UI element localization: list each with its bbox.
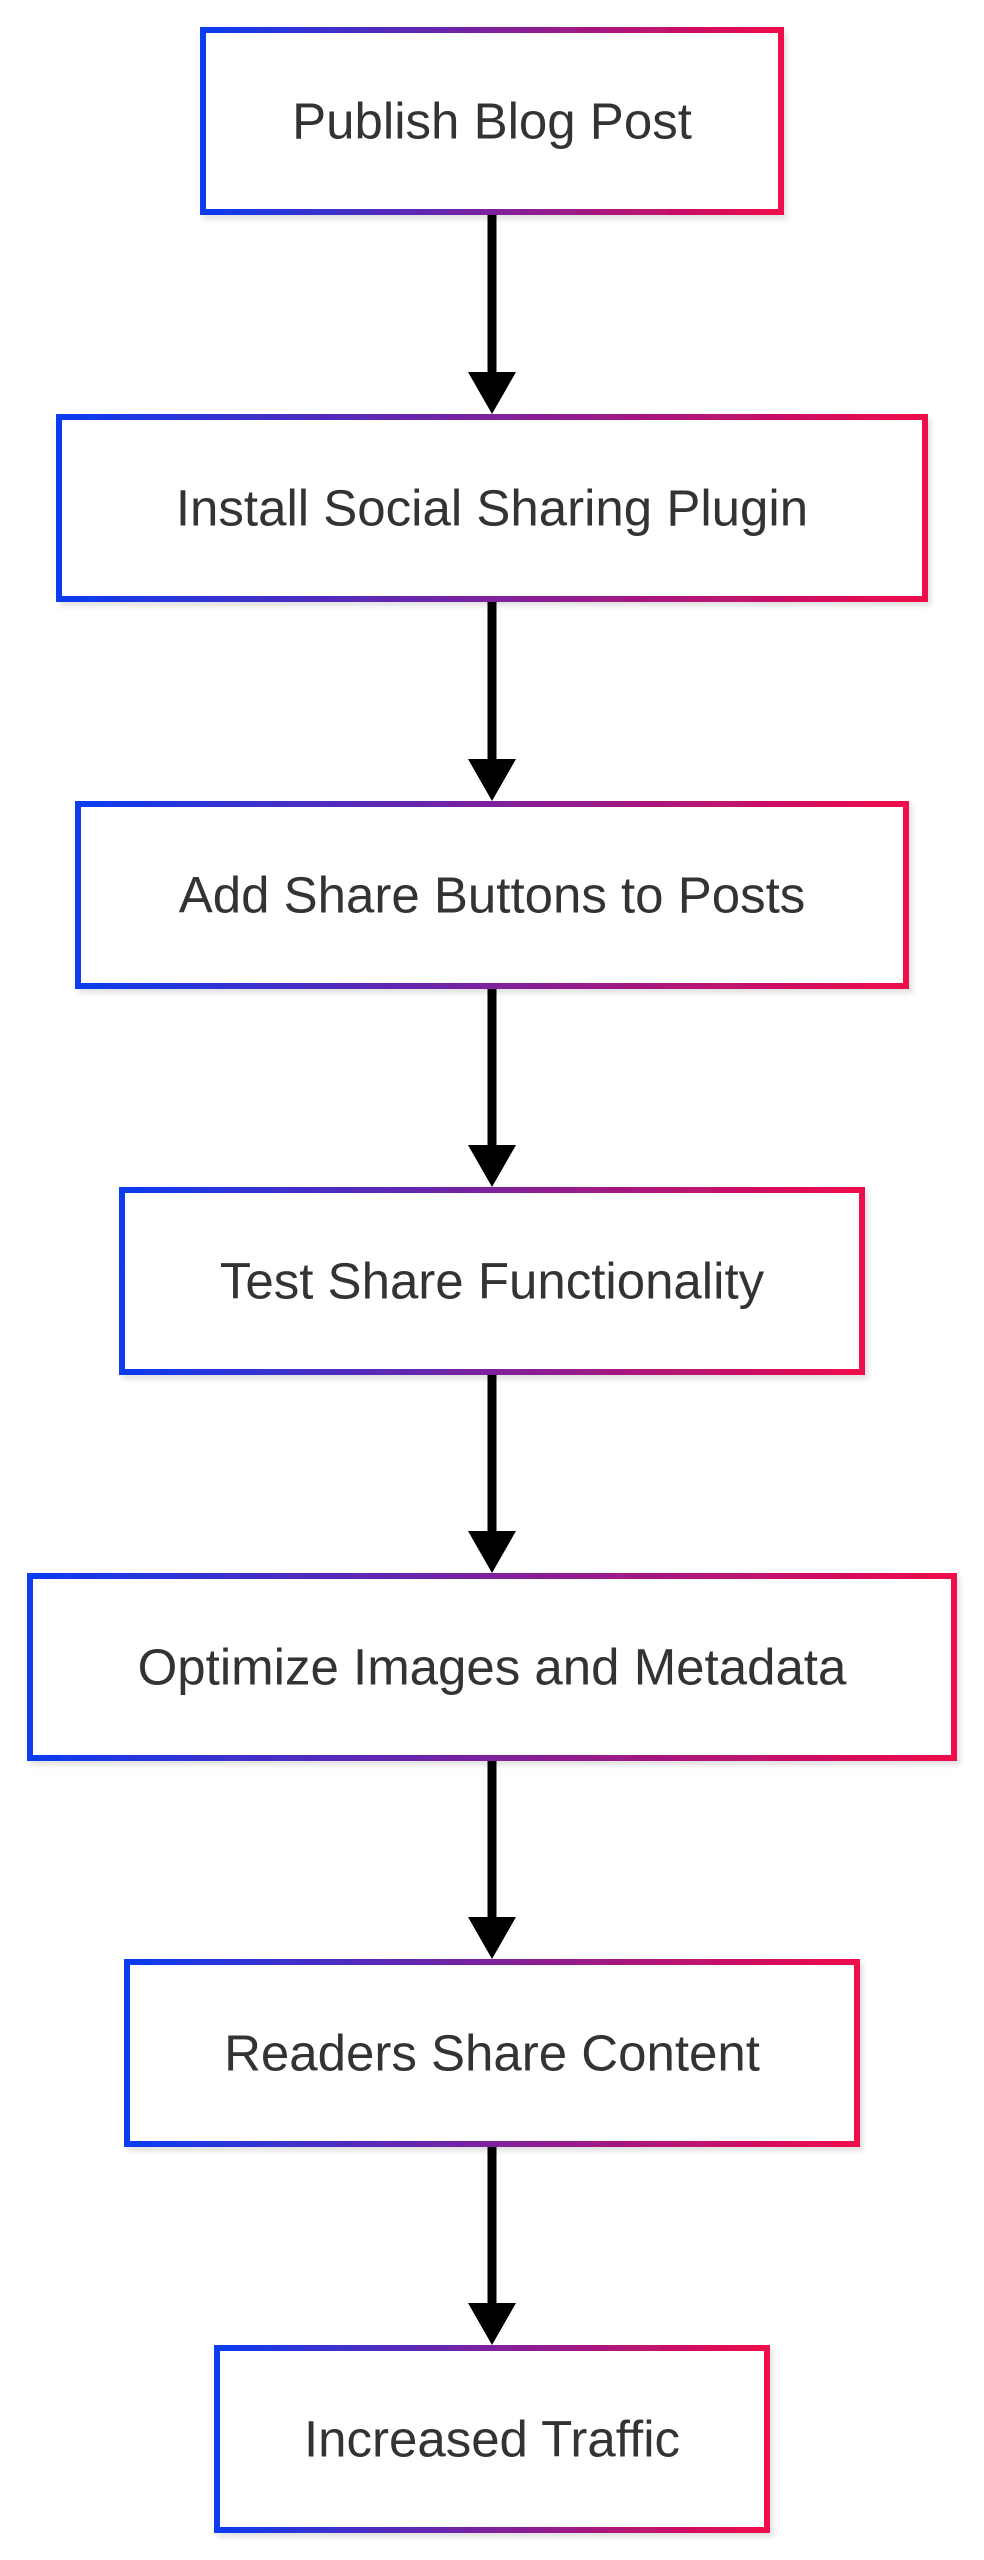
node-increased-traffic: Increased Traffic bbox=[214, 2345, 770, 2533]
node-add-share-buttons-to-posts: Add Share Buttons to Posts bbox=[75, 801, 909, 989]
arrowhead-icon bbox=[468, 1145, 516, 1187]
node-box bbox=[56, 414, 928, 602]
node-box bbox=[75, 801, 909, 989]
arrowhead-icon bbox=[468, 1531, 516, 1573]
node-readers-share-content: Readers Share Content bbox=[124, 1959, 860, 2147]
node-label: Optimize Images and Metadata bbox=[138, 1639, 847, 1696]
node-publish-blog-post: Publish Blog Post bbox=[200, 27, 784, 215]
node-box bbox=[119, 1187, 865, 1375]
node-label: Increased Traffic bbox=[304, 2411, 680, 2468]
nodes-layer: Publish Blog Post Install Social Sharing… bbox=[27, 27, 957, 2533]
edges-layer bbox=[468, 215, 516, 2345]
node-box bbox=[200, 27, 784, 215]
node-label: Readers Share Content bbox=[224, 2025, 760, 2082]
node-install-social-sharing-plugin: Install Social Sharing Plugin bbox=[56, 414, 928, 602]
node-label: Add Share Buttons to Posts bbox=[179, 867, 806, 924]
arrowhead-icon bbox=[468, 2303, 516, 2345]
node-label: Install Social Sharing Plugin bbox=[176, 480, 808, 537]
arrowhead-icon bbox=[468, 372, 516, 414]
node-label: Publish Blog Post bbox=[292, 93, 692, 150]
node-box bbox=[27, 1573, 957, 1761]
arrowhead-icon bbox=[468, 759, 516, 801]
node-label: Test Share Functionality bbox=[220, 1253, 765, 1310]
arrowhead-icon bbox=[468, 1917, 516, 1959]
node-test-share-functionality: Test Share Functionality bbox=[119, 1187, 865, 1375]
node-box bbox=[214, 2345, 770, 2533]
node-optimize-images-and-metadata: Optimize Images and Metadata bbox=[27, 1573, 957, 1761]
node-box bbox=[124, 1959, 860, 2147]
